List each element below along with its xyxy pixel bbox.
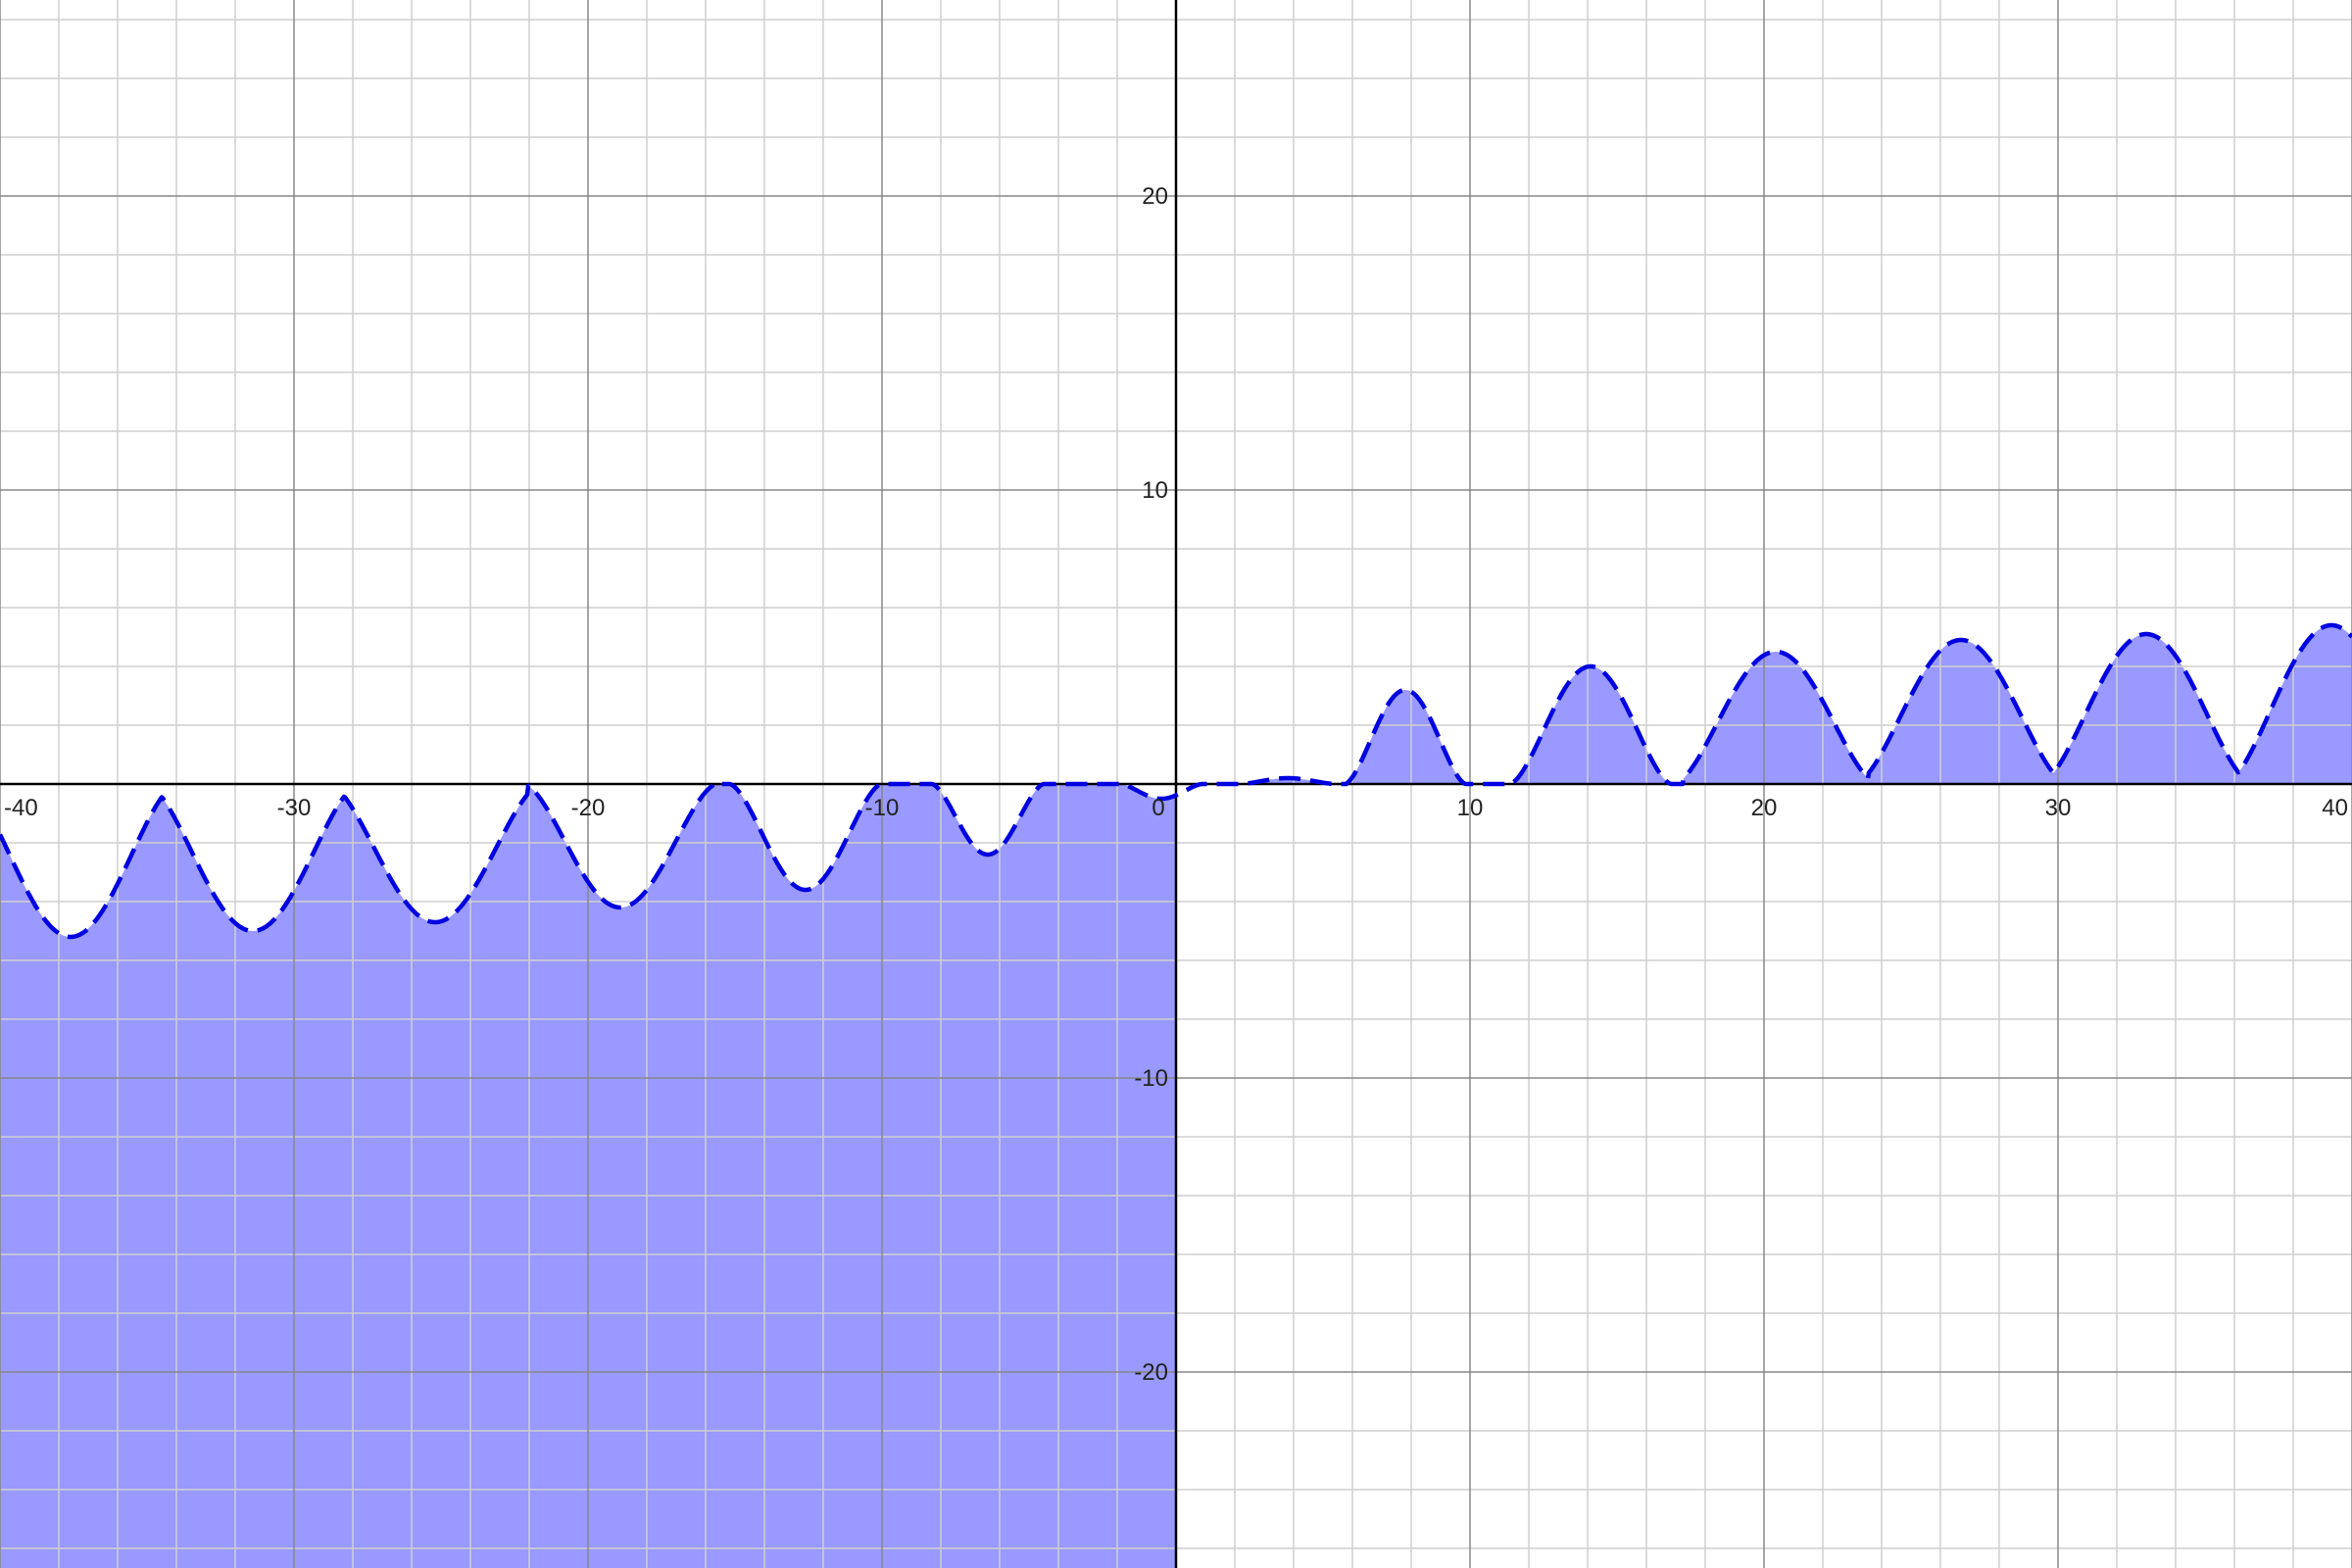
shaded-peak bbox=[1248, 778, 1328, 784]
shaded-peak bbox=[1348, 690, 1464, 784]
boundary-line bbox=[0, 622, 2352, 940]
y-tick-label: -20 bbox=[1134, 1359, 1168, 1386]
x-tick-label: 0 bbox=[1152, 795, 1164, 821]
y-tick-label: 20 bbox=[1142, 183, 1168, 210]
x-tick-label: 30 bbox=[2045, 795, 2072, 821]
x-axis-tick-labels: -40 -30 -20 -10 0 10 20 30 40 bbox=[4, 795, 2348, 821]
x-tick-label: -40 bbox=[4, 795, 38, 821]
x-tick-label: -20 bbox=[571, 795, 606, 821]
y-tick-label: 10 bbox=[1142, 477, 1168, 504]
x-tick-label: 20 bbox=[1751, 795, 1778, 821]
x-tick-label: -10 bbox=[865, 795, 900, 821]
y-tick-label: -10 bbox=[1134, 1065, 1168, 1092]
x-tick-label: 10 bbox=[1457, 795, 1484, 821]
boundary-curve bbox=[0, 622, 2352, 940]
x-tick-label: -30 bbox=[277, 795, 312, 821]
x-tick-label: 40 bbox=[2322, 795, 2348, 821]
shaded-peak bbox=[1684, 625, 2352, 784]
y-axis-tick-labels: 20 10 -10 -20 bbox=[1134, 183, 1168, 1386]
